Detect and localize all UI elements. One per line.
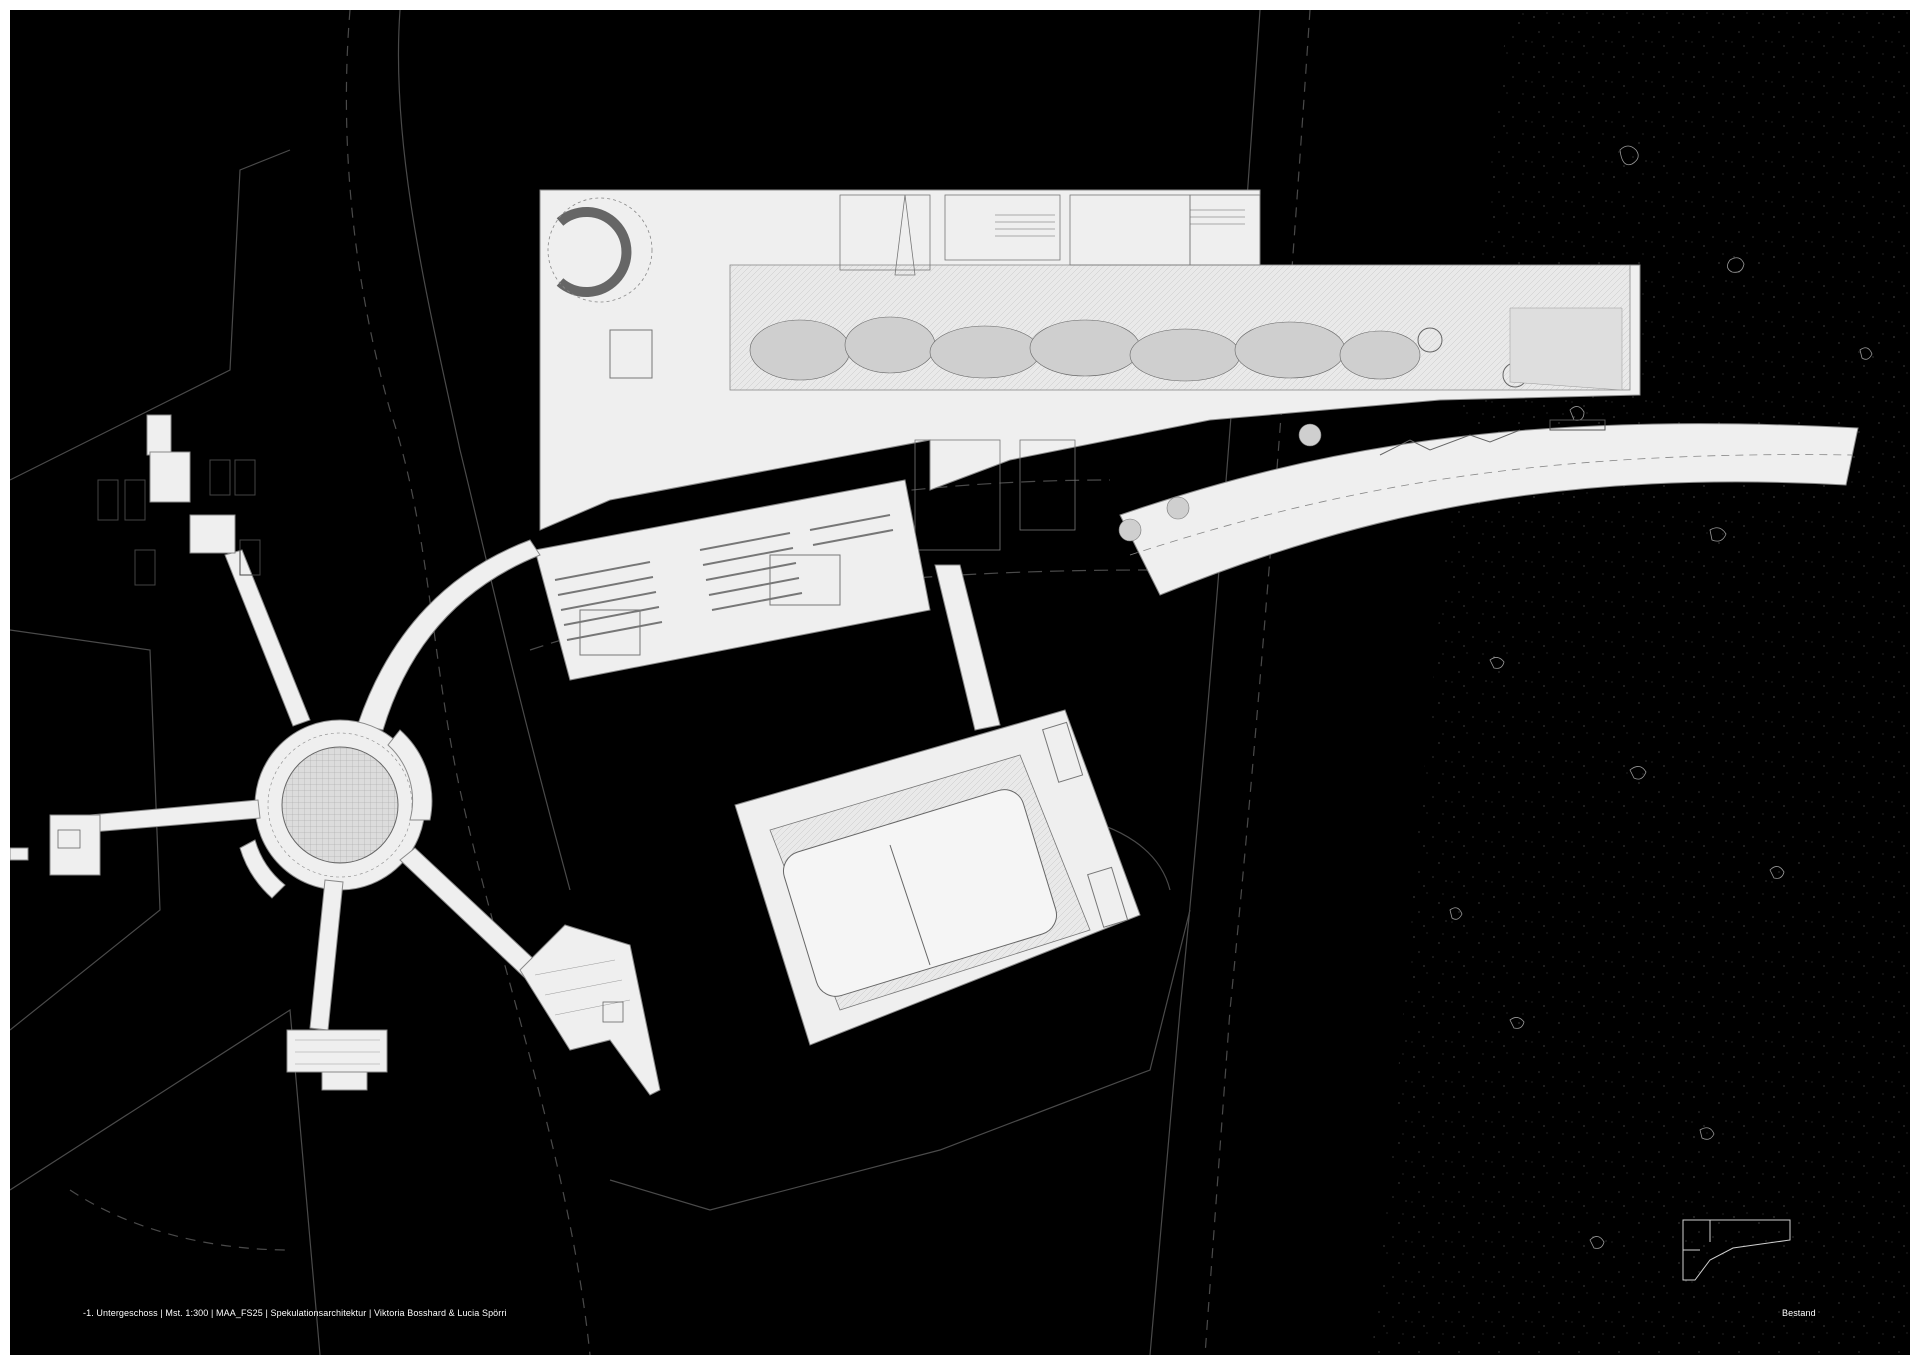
tree-canopy: [1449, 145, 1873, 1249]
main-building: [539, 189, 1641, 551]
forest-zone: [1372, 10, 1910, 1355]
pavilion-north: [97, 414, 261, 586]
curved-corridor: [357, 539, 541, 731]
pitch: [783, 789, 1057, 997]
pavilion-southeast: [519, 924, 661, 1096]
rotunda: [239, 719, 433, 899]
pavilion-west: [10, 814, 101, 876]
north-key-plan-icon: [1682, 1219, 1791, 1281]
arena-building: [734, 709, 1141, 1046]
pavilion-south: [286, 1029, 388, 1091]
drawing-caption: -1. Untergeschoss | Mst. 1:300 | MAA_FS2…: [83, 1308, 507, 1318]
floor-plan: [10, 10, 1910, 1355]
radial-corridors: [89, 549, 541, 1031]
drawing-sheet: -1. Untergeschoss | Mst. 1:300 | MAA_FS2…: [10, 10, 1910, 1355]
library-wing: [534, 479, 931, 681]
tree-canopy: [1118, 423, 1322, 542]
corridor: [934, 564, 1001, 731]
bus-icon: [1549, 419, 1606, 431]
tree-canopy: [749, 316, 1421, 382]
terrain-contours: [10, 10, 1311, 1355]
stair: [995, 209, 1245, 237]
ramp: [556, 207, 632, 297]
key-plan-label: Bestand: [1782, 1308, 1816, 1318]
service-rooms: [839, 194, 1261, 276]
road: [1118, 419, 1859, 596]
